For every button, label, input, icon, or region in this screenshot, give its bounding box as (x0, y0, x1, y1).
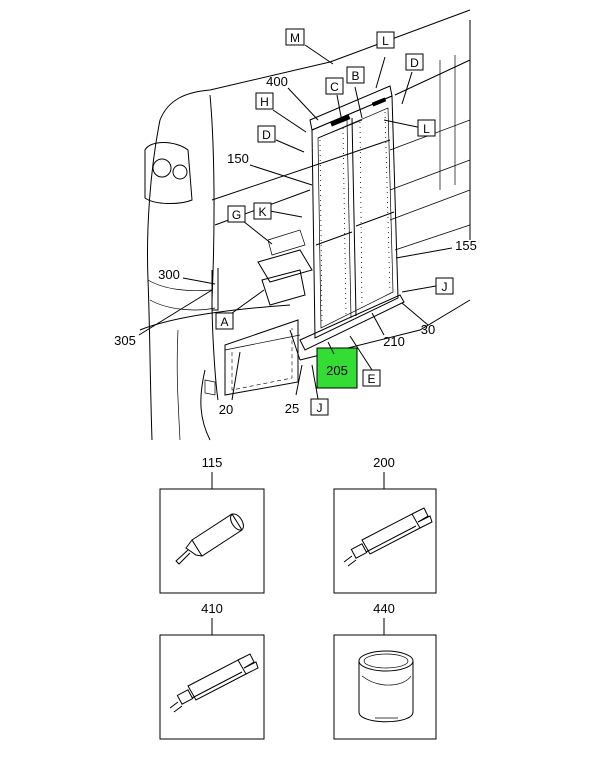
callout-D-top[interactable]: D (405, 53, 424, 71)
label-300[interactable]: 300 (158, 267, 180, 282)
callout-D-left[interactable]: D (257, 125, 276, 143)
svg-text:J: J (442, 280, 448, 294)
label-305[interactable]: 305 (114, 333, 136, 348)
callout-H[interactable]: H (255, 92, 274, 110)
svg-text:A: A (220, 315, 228, 329)
svg-text:G: G (232, 208, 241, 222)
svg-text:D: D (262, 128, 271, 142)
callout-B[interactable]: B (346, 66, 365, 84)
svg-text:K: K (258, 205, 266, 219)
callout-K[interactable]: K (253, 202, 272, 220)
label-150[interactable]: 150 (227, 151, 249, 166)
svg-text:200: 200 (373, 455, 395, 470)
paint-can-icon (358, 650, 414, 723)
kit-200[interactable]: 200 (333, 455, 437, 594)
part-205-highlight[interactable] (316, 347, 358, 389)
svg-text:D: D (410, 56, 419, 70)
callout-J-right[interactable]: J (435, 277, 454, 295)
kit-410[interactable]: 410 (159, 601, 265, 740)
leader-lines (138, 44, 453, 401)
svg-text:L: L (423, 122, 430, 136)
svg-text:M: M (290, 31, 300, 45)
label-210[interactable]: 210 (383, 334, 405, 349)
svg-text:E: E (367, 372, 375, 386)
label-205[interactable]: 205 (326, 363, 348, 378)
svg-text:L: L (382, 34, 389, 48)
door-panel-illustration (299, 85, 405, 351)
label-400[interactable]: 400 (266, 74, 288, 89)
kit-115[interactable]: 115 (159, 455, 265, 594)
label-25[interactable]: 25 (285, 401, 299, 416)
callout-M[interactable]: M (285, 28, 305, 46)
svg-text:115: 115 (202, 455, 223, 470)
svg-text:H: H (260, 95, 269, 109)
svg-text:B: B (351, 69, 359, 83)
label-30[interactable]: 30 (421, 322, 435, 337)
callout-J-bottom[interactable]: J (310, 398, 329, 416)
svg-text:410: 410 (201, 601, 223, 616)
label-20[interactable]: 20 (219, 402, 233, 417)
svg-text:J: J (317, 401, 323, 415)
svg-text:C: C (330, 80, 339, 94)
vehicle-body-illustration (139, 9, 471, 441)
svg-text:440: 440 (373, 601, 395, 616)
kit-440[interactable]: 440 (333, 601, 437, 740)
callout-A[interactable]: A (215, 312, 234, 330)
callout-C[interactable]: C (325, 77, 344, 95)
dual-syringe-icon (169, 653, 259, 713)
label-155[interactable]: 155 (455, 238, 477, 253)
callout-G[interactable]: G (227, 205, 246, 223)
callout-L-top[interactable]: L (376, 31, 395, 49)
sealant-tube-icon (175, 513, 244, 565)
callout-E[interactable]: E (362, 369, 381, 387)
dual-syringe-icon (343, 507, 433, 567)
callout-L-right[interactable]: L (417, 119, 436, 137)
